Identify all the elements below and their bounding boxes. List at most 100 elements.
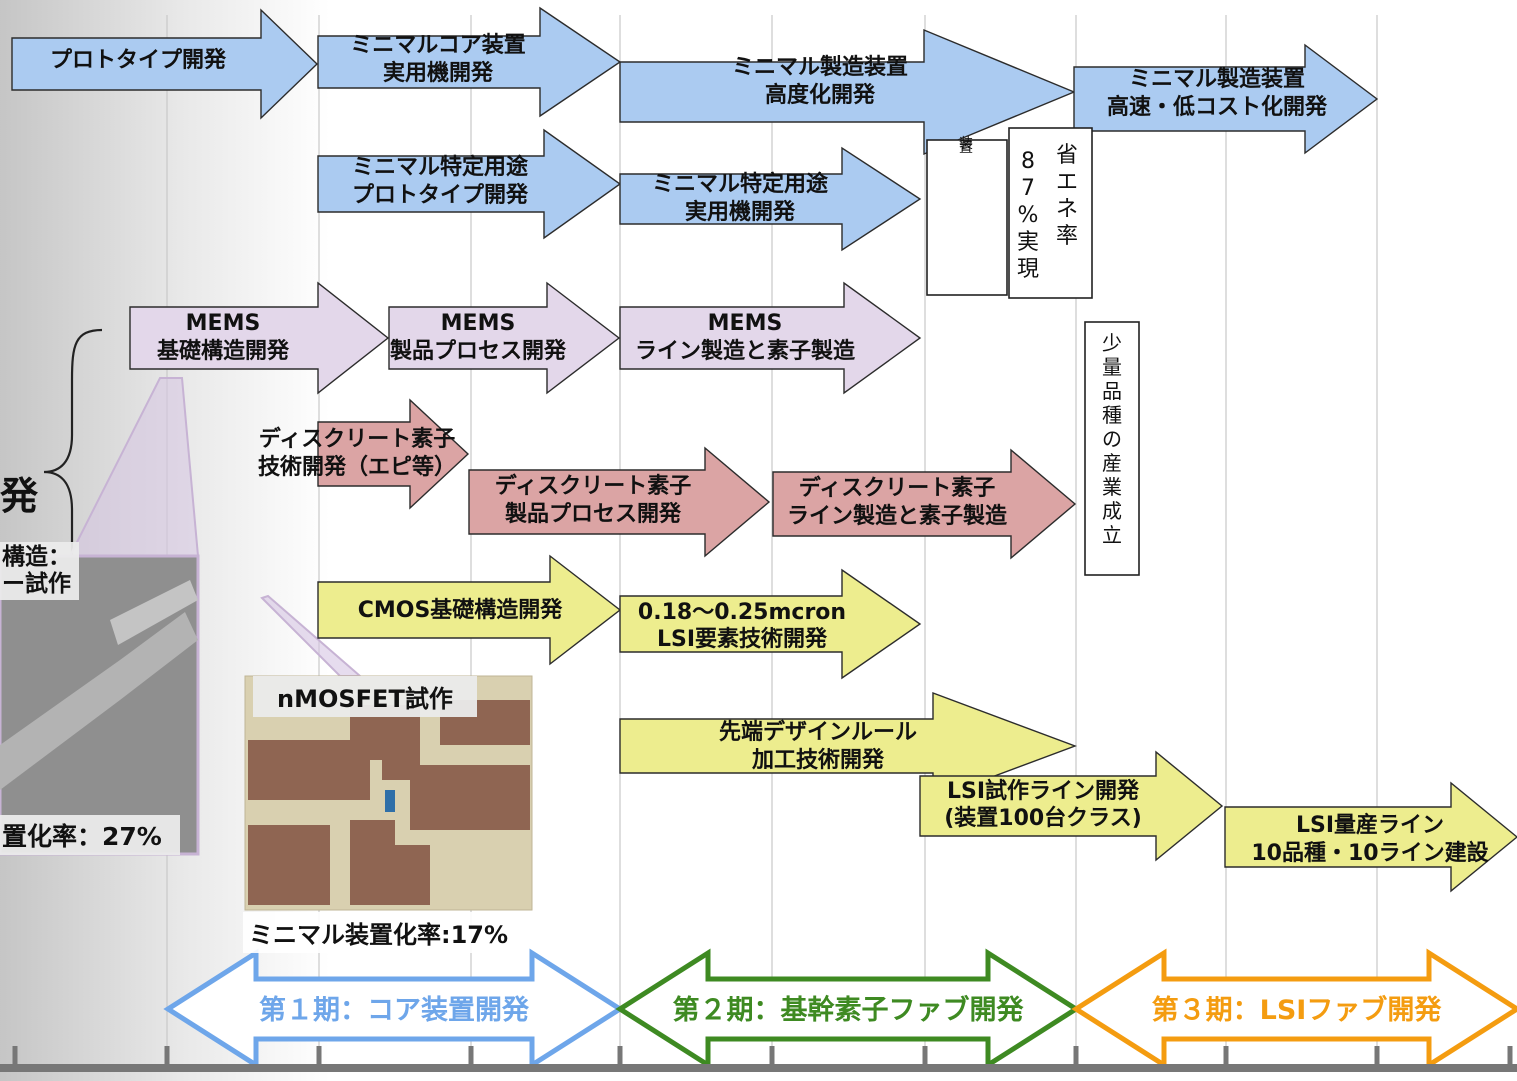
arrow-shape: [129, 281, 390, 395]
arrow-label: 高速・低コスト化開発: [1107, 94, 1328, 120]
arrow-label: プロトタイプ開発: [352, 183, 529, 208]
arrow-shape: [919, 750, 1224, 862]
sem-caption-bottom: 置化率：27%: [0, 815, 180, 855]
arrow-label: CMOS基礎構造開発: [358, 597, 564, 623]
arrow-label: 10品種・10ライン建設: [1251, 840, 1489, 866]
arrow-label: MEMS: [186, 311, 261, 336]
vertical-box-frame: [1084, 321, 1140, 576]
arrow-label: LSI試作ライン開発: [947, 778, 1140, 804]
timeline-tick: [12, 1046, 18, 1066]
arrow-label: 技術開発（エピ等）: [258, 454, 456, 480]
arrow-shape: [468, 446, 771, 558]
vertical-char: 種: [1102, 403, 1122, 427]
vertical-char: 8: [1021, 149, 1035, 174]
timeline-tick: [468, 1046, 474, 1066]
arrow-shape: [388, 281, 621, 395]
arrow-shape: [619, 691, 1078, 801]
vertical-char: エ: [1056, 170, 1078, 195]
timeline-tick: [1223, 1046, 1229, 1066]
vertical-char: %: [1018, 203, 1039, 228]
arrow-label: MEMS: [441, 311, 516, 336]
sem-caption-line2: ー試作: [2, 571, 71, 597]
vertical-char: 業: [1102, 475, 1122, 499]
arrow-label: ディスクリート素子: [799, 475, 995, 501]
timeline-tick: [164, 1046, 170, 1066]
vertical-box-a: 装置: [926, 136, 1008, 296]
arrow-label: ミニマル特定用途: [652, 171, 829, 197]
timeline-tick: [1374, 1046, 1380, 1066]
arrow-shape: [619, 568, 922, 680]
chip-electrode: [410, 765, 530, 830]
phase-label: 第３期：LSIファブ開発: [1152, 994, 1443, 1026]
vertical-char: 装: [959, 136, 973, 152]
arrow-shape: [619, 281, 922, 395]
vertical-char: 成: [1102, 499, 1122, 523]
vertical-char: 7: [1021, 176, 1035, 201]
arrow-lsi-trial-line: LSI試作ライン開発(装置100台クラス): [919, 750, 1224, 862]
arrow-shape: [772, 448, 1077, 560]
chip-electrode: [248, 740, 370, 800]
arrow-label: ミニマル特定用途: [352, 154, 529, 180]
vertical-box-frame: [926, 139, 1008, 296]
timeline-tick: [769, 1046, 775, 1066]
vertical-char: 率: [1056, 224, 1078, 249]
vertical-char: 置: [959, 140, 973, 156]
arrow-label: ライン製造と素子製造: [787, 503, 1007, 529]
arrow-cmos-basic: CMOS基礎構造開発: [317, 554, 622, 666]
arrow-label: プロトタイプ開発: [50, 48, 227, 73]
arrow-label: 製品プロセス開発: [504, 501, 682, 527]
arrow-shape: [619, 28, 1076, 156]
phase-arrow-phase-3: 第３期：LSIファブ開発: [1071, 948, 1517, 1070]
arrow-shape: [317, 6, 622, 118]
brace-label: 発: [0, 474, 39, 518]
arrow-label: 実用機開発: [685, 199, 796, 225]
timeline-axis: [0, 1064, 1517, 1072]
timeline-tick: [922, 1046, 928, 1066]
phase-arrow-phase-1: 第１期：コア装置開発: [163, 948, 625, 1070]
vertical-char: ネ: [1056, 197, 1078, 222]
arrow-label: 高度化開発: [765, 82, 876, 108]
sem-beam-top: [110, 580, 198, 645]
vertical-char: 量: [1102, 355, 1122, 379]
arrow-prototype-dev: プロトタイプ開発: [11, 8, 319, 120]
brace-icon: [43, 328, 103, 555]
arrow-label: ライン製造と素子製造: [635, 338, 855, 364]
arrow-label: (装置100台クラス): [944, 805, 1142, 831]
arrow-label: 基礎構造開発: [157, 338, 290, 364]
arrow-shape: [317, 128, 622, 240]
sem-beam: [0, 612, 198, 790]
arrow-label: ミニマル製造装置: [732, 54, 908, 80]
chip-electrode: [350, 820, 430, 905]
sem-caption-top: 構造： ー試作: [0, 542, 79, 600]
vertical-char: 産: [1102, 451, 1122, 475]
vertical-char: 省: [1056, 143, 1078, 168]
arrow-label: 実用機開発: [383, 60, 494, 86]
arrow-shape: [11, 8, 319, 120]
phase-label: 第１期：コア装置開発: [259, 994, 530, 1026]
arrow-label: ミニマル製造装置: [1129, 66, 1305, 92]
arrow-label: 加工技術開発: [751, 747, 885, 773]
timeline-tick: [316, 1046, 322, 1066]
chip-electrode: [350, 705, 420, 780]
vertical-char: の: [1102, 427, 1122, 451]
transistor-gate: [385, 790, 395, 812]
arrow-label: MEMS: [708, 311, 783, 336]
phase-arrow-phase-2: 第２期：基幹素子ファブ開発: [615, 948, 1081, 1070]
vertical-char: 立: [1102, 523, 1122, 547]
